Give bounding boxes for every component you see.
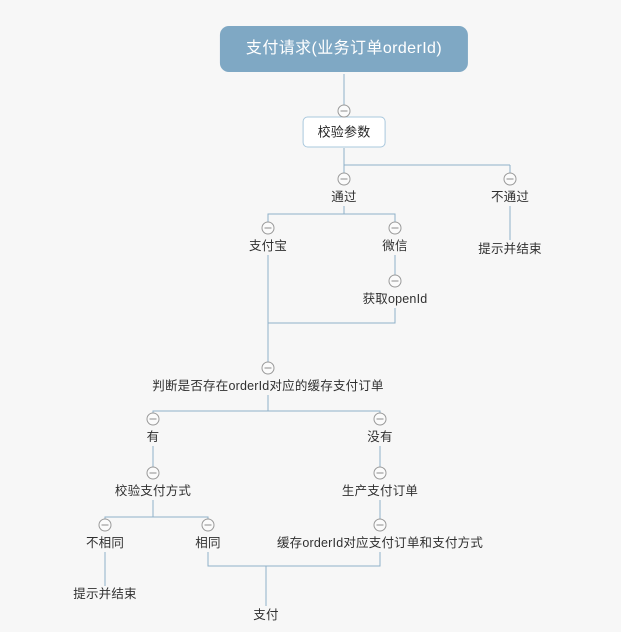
flow-node[interactable]: 校验参数: [302, 116, 386, 148]
collapse-minus-circle-icon[interactable]: [146, 466, 160, 480]
flow-node[interactable]: 生产支付订单: [341, 484, 419, 498]
flow-node[interactable]: 判断是否存在orderId对应的缓存支付订单: [152, 379, 384, 393]
flow-node[interactable]: 提示并结束: [73, 587, 137, 601]
flow-node[interactable]: 通过: [331, 190, 357, 204]
edge-connector: [152, 395, 381, 413]
collapse-minus-circle-icon[interactable]: [337, 104, 351, 118]
flow-node[interactable]: 相同: [195, 536, 221, 550]
collapse-minus-circle-icon[interactable]: [388, 274, 402, 288]
flow-node[interactable]: 获取openId: [362, 292, 428, 306]
collapse-minus-circle-icon[interactable]: [261, 221, 275, 235]
flow-node[interactable]: 缓存orderId对应支付订单和支付方式: [276, 536, 484, 550]
collapse-minus-circle-icon[interactable]: [373, 518, 387, 532]
collapse-minus-circle-icon[interactable]: [146, 412, 160, 426]
flow-node[interactable]: 不相同: [85, 536, 125, 550]
edge-connector: [343, 148, 510, 173]
flow-node[interactable]: 有: [146, 430, 160, 444]
flow-node[interactable]: 不通过: [490, 190, 530, 204]
edge-connector: [207, 552, 381, 606]
flow-node[interactable]: 没有: [367, 430, 393, 444]
collapse-minus-circle-icon[interactable]: [98, 518, 112, 532]
root-node[interactable]: 支付请求(业务订单orderId): [219, 26, 469, 72]
edge-connector: [267, 206, 396, 222]
flow-node[interactable]: 支付宝: [248, 239, 288, 253]
collapse-minus-circle-icon[interactable]: [373, 466, 387, 480]
collapse-minus-circle-icon[interactable]: [201, 518, 215, 532]
collapse-minus-circle-icon[interactable]: [503, 172, 517, 186]
collapse-minus-circle-icon[interactable]: [337, 172, 351, 186]
edge-connector: [267, 255, 396, 324]
flow-node[interactable]: 提示并结束: [478, 242, 542, 256]
flow-node[interactable]: 支付: [253, 608, 279, 622]
collapse-minus-circle-icon[interactable]: [373, 412, 387, 426]
collapse-minus-circle-icon[interactable]: [388, 221, 402, 235]
flow-node[interactable]: 微信: [382, 239, 408, 253]
collapse-minus-circle-icon[interactable]: [261, 361, 275, 375]
flow-node[interactable]: 校验支付方式: [114, 484, 192, 498]
edge-connector: [104, 500, 209, 519]
